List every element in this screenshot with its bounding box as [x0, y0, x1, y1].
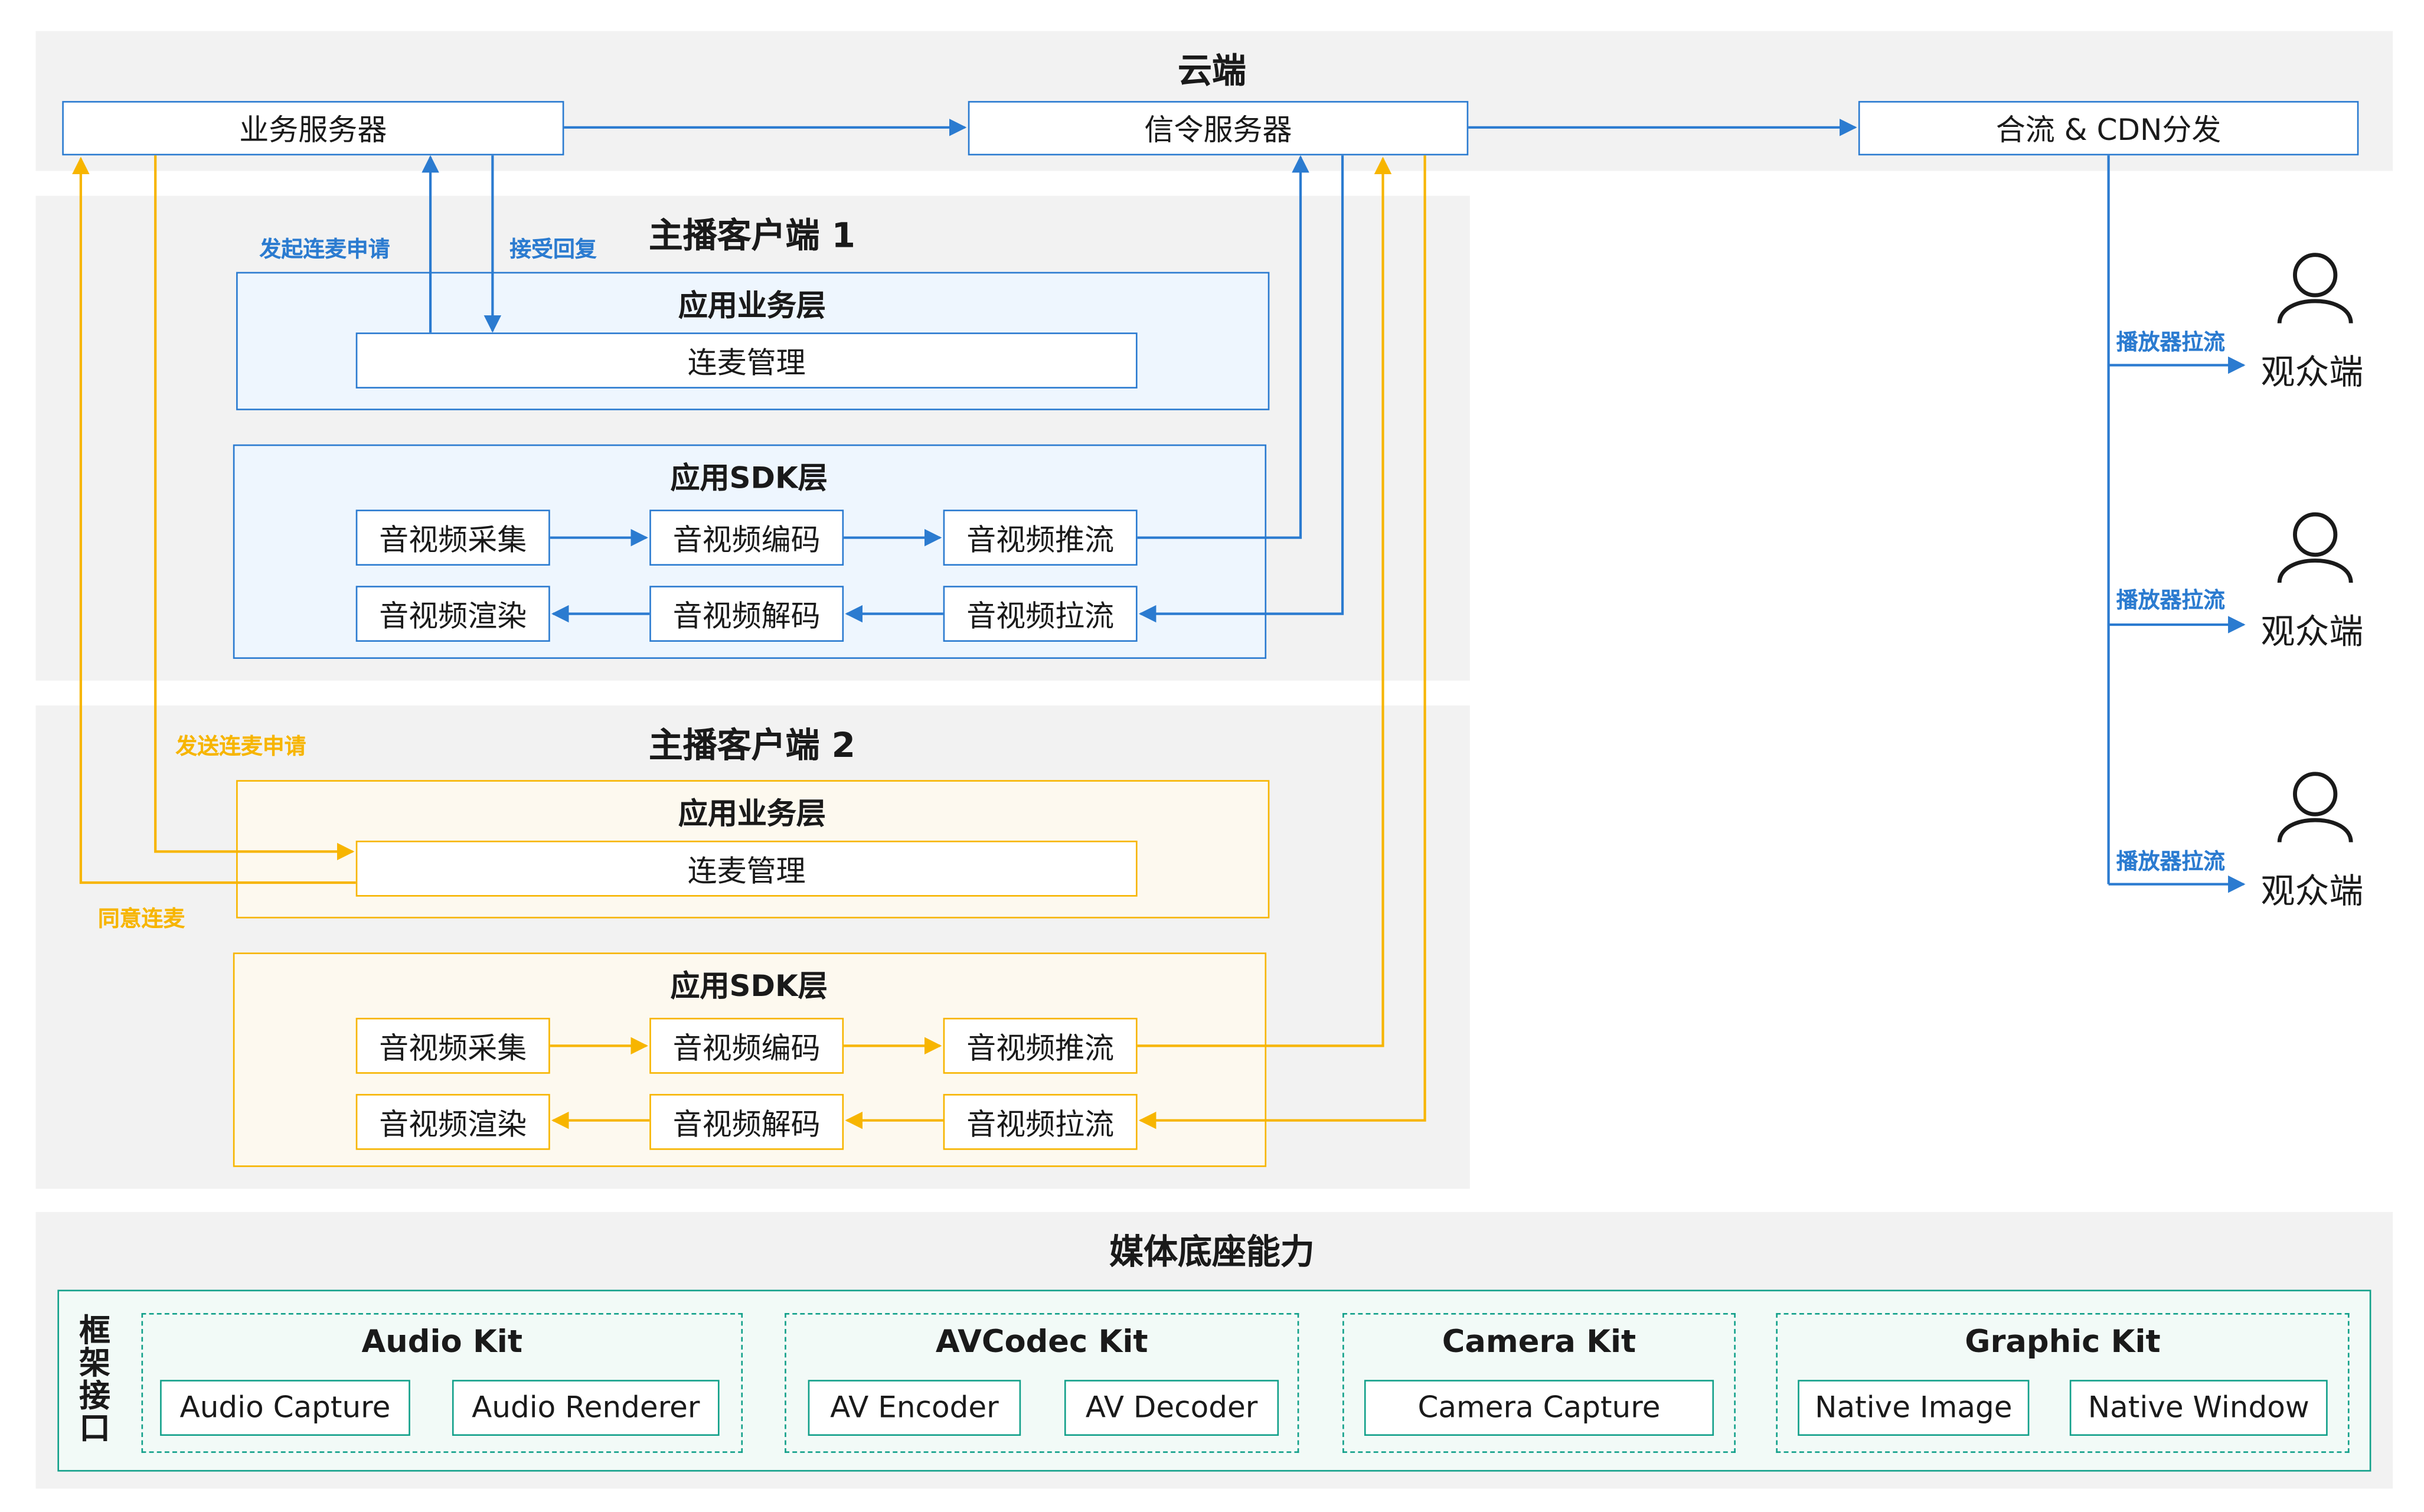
edge-a2-push-signal [1137, 156, 1392, 1047]
anchor2-sdk-layer-title: 应用SDK层 [670, 969, 828, 1004]
anchor1-app-layer-title: 应用业务层 [678, 289, 826, 324]
av-encoder-box: AV Encoder [808, 1380, 1021, 1436]
signal-server-box: 信令服务器 [968, 101, 1469, 156]
user-icon [2277, 512, 2353, 583]
anchor1-encode-box: 音视频编码 [649, 510, 844, 566]
edge-label-a1-reply: 接受回复 [509, 237, 597, 263]
graphic-kit-title: Graphic Kit [1965, 1322, 2161, 1360]
business-server-box: 业务服务器 [62, 101, 564, 156]
anchor1-decode-box: 音视频解码 [649, 586, 844, 642]
edge-label-viewer-1: 播放器拉流 [2116, 331, 2226, 356]
media-title: 媒体底座能力 [1109, 1233, 1315, 1273]
edge-a1-signal-pull [1138, 155, 1344, 623]
anchor1-sdk-layer-title: 应用SDK层 [670, 461, 828, 496]
anchor1-render-box: 音视频渲染 [355, 586, 550, 642]
anchor2-mic-mgmt-box: 连麦管理 [355, 840, 1138, 897]
native-image-box: Native Image [1798, 1380, 2030, 1436]
anchor2-render-box: 音视频渲染 [355, 1093, 550, 1150]
framework-label: 框架接口 [79, 1311, 110, 1447]
edge-label-a2-agree: 同意连麦 [97, 907, 185, 933]
edge-label-viewer-2: 播放器拉流 [2116, 589, 2226, 614]
viewer-label-3: 观众端 [2260, 873, 2364, 912]
native-window-box: Native Window [2069, 1380, 2328, 1436]
anchor1-mic-mgmt-box: 连麦管理 [355, 332, 1138, 388]
anchor1-capture-box: 音视频采集 [355, 510, 550, 566]
edge-label-a1-request: 发起连麦申请 [259, 237, 390, 263]
anchor2-pull-box: 音视频拉流 [943, 1093, 1138, 1150]
viewer-label-2: 观众端 [2260, 613, 2364, 653]
edge-a1-push-signal [1137, 155, 1309, 539]
av-decoder-box: AV Decoder [1064, 1380, 1279, 1436]
anchor2-title: 主播客户端 2 [648, 727, 855, 766]
anchor2-decode-box: 音视频解码 [649, 1093, 844, 1150]
anchor2-capture-box: 音视频采集 [355, 1017, 550, 1074]
anchor1-push-box: 音视频推流 [943, 510, 1138, 566]
user-icon [2277, 253, 2353, 324]
avcodec-kit-title: AVCodec Kit [935, 1322, 1148, 1360]
audio-renderer-box: Audio Renderer [452, 1380, 720, 1436]
audio-kit-title: Audio Kit [361, 1322, 523, 1360]
edge-a2-agree [72, 156, 356, 884]
edge-label-viewer-3: 播放器拉流 [2116, 850, 2226, 875]
edge-a2-signal-pull [1138, 155, 1426, 1129]
camera-capture-box: Camera Capture [1364, 1380, 1714, 1436]
anchor1-pull-box: 音视频拉流 [943, 586, 1138, 642]
cdn-box: 合流 & CDN分发 [1858, 101, 2359, 156]
anchor2-encode-box: 音视频编码 [649, 1017, 844, 1074]
anchor2-app-layer-title: 应用业务层 [678, 797, 826, 832]
viewer-label-1: 观众端 [2260, 354, 2364, 393]
anchor2-push-box: 音视频推流 [943, 1017, 1138, 1074]
anchor1-title: 主播客户端 1 [648, 217, 855, 257]
user-icon [2277, 772, 2353, 842]
cloud-title: 云端 [1178, 53, 1246, 92]
camera-kit-title: Camera Kit [1442, 1322, 1636, 1360]
edge-label-a2-send: 发送连麦申请 [175, 734, 306, 760]
edge-a2-send-request [154, 155, 355, 861]
audio-capture-box: Audio Capture [160, 1380, 410, 1436]
